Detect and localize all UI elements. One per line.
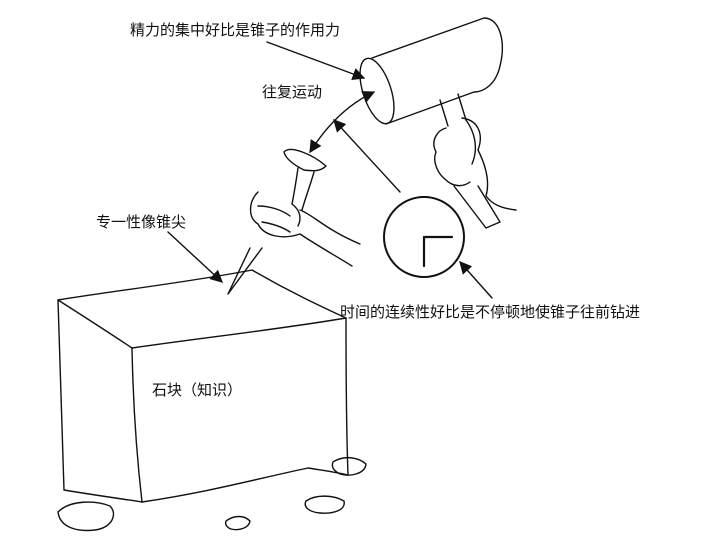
pebble-icon	[57, 457, 367, 532]
reciprocate-label: 往复运动	[262, 83, 323, 101]
hammer-icon	[359, 17, 517, 229]
clock-icon	[383, 196, 465, 278]
continuity-label: 时间的连续性好比是不停顿地使锥子往前钻进	[340, 303, 641, 321]
stone-label: 石块（知识）	[152, 381, 243, 399]
stone-block-icon	[57, 269, 349, 503]
arrow-tip	[167, 231, 223, 283]
arrow-focus	[266, 41, 366, 80]
chisel-icon	[227, 148, 361, 295]
reciprocate-arrow	[309, 91, 376, 154]
focus-label: 精力的集中好比是锥子的作用力	[130, 21, 341, 39]
tip-label: 专一性像锥尖	[96, 213, 187, 231]
arrow-continuity	[459, 261, 493, 299]
arrow-clock-to-motion	[333, 119, 401, 193]
leader-arrows	[167, 41, 493, 299]
